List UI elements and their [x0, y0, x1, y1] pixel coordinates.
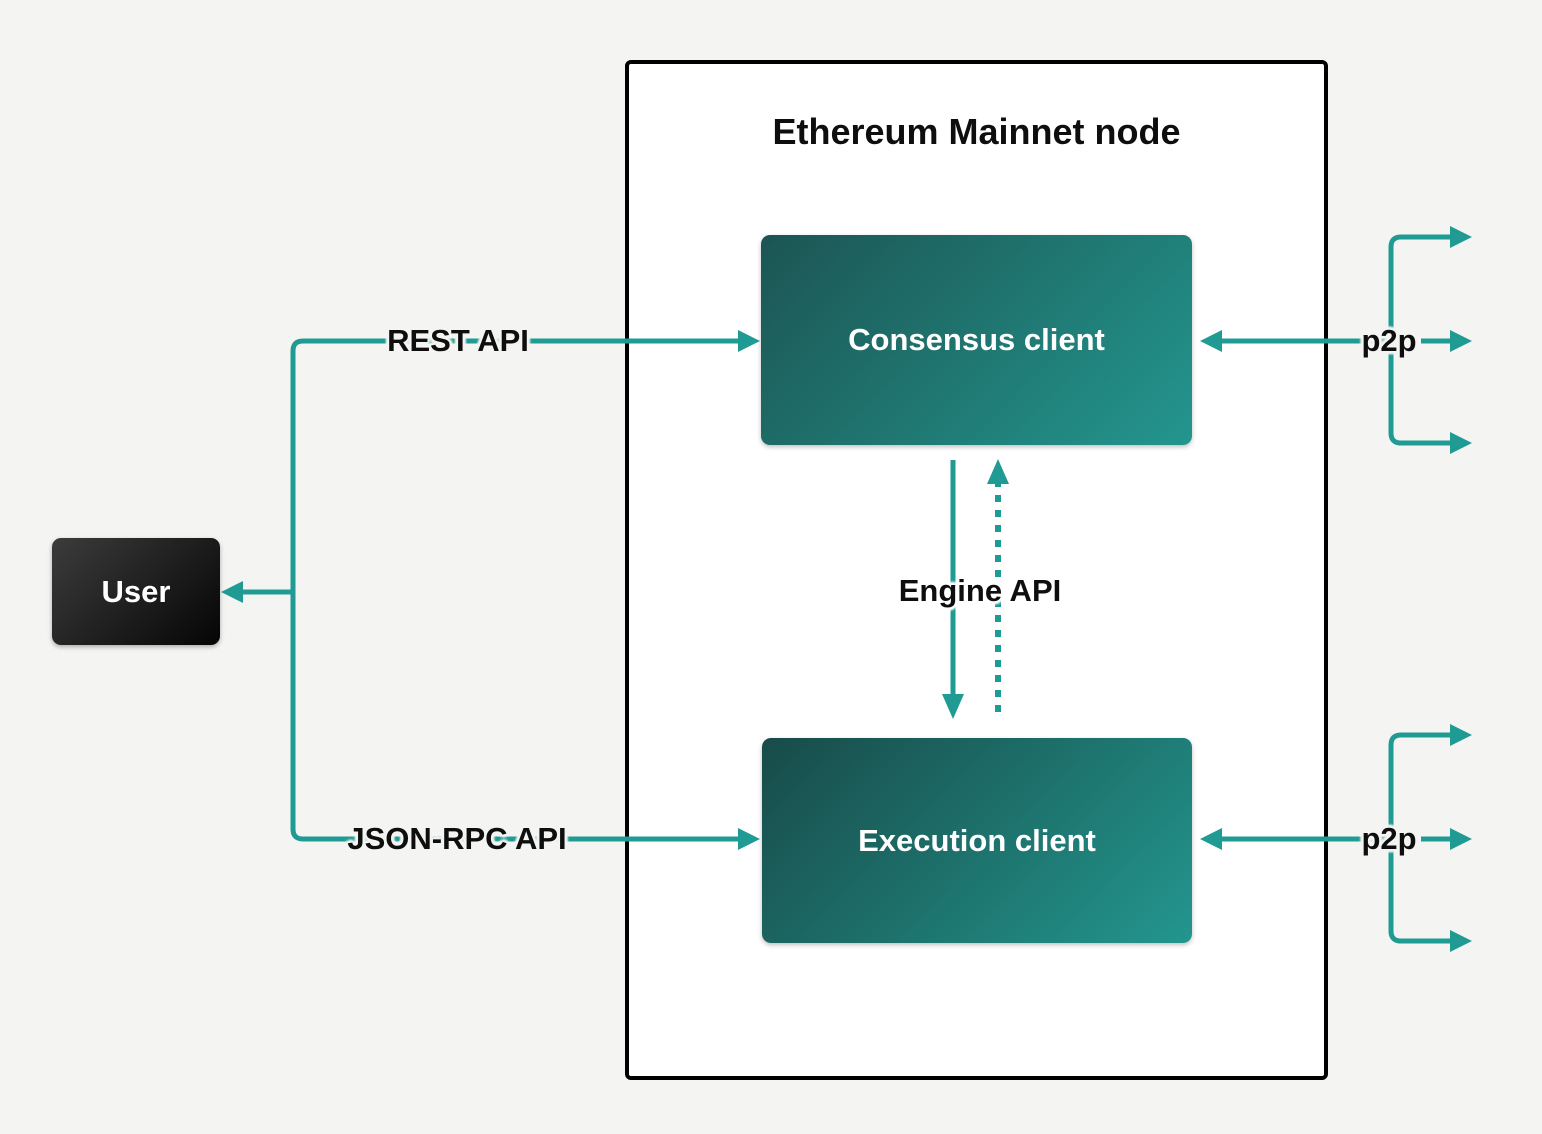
user-box: User — [52, 538, 220, 645]
p2p-bottom-right-arrowhead — [1450, 828, 1472, 850]
p2p-top-right-arrowhead — [1450, 330, 1472, 352]
p2p-bottom-branch-up-arrowhead — [1450, 724, 1472, 746]
rest-api-label: REST API — [387, 323, 529, 358]
consensus-client-box: Consensus client — [761, 235, 1192, 445]
p2p-top-branch-up-arrowhead — [1450, 226, 1472, 248]
p2p-bottom-label: p2p — [1361, 821, 1417, 856]
p2p-bottom-branch-down-arrowhead — [1450, 930, 1472, 952]
node-title: Ethereum Mainnet node — [772, 111, 1181, 152]
user-arrowhead — [221, 581, 243, 603]
p2p-top-label: p2p — [1361, 323, 1417, 358]
execution-client-label: Execution client — [858, 822, 1096, 858]
consensus-client-label: Consensus client — [848, 322, 1105, 357]
engine-api-label: Engine API — [898, 573, 1062, 608]
user-label: User — [101, 573, 171, 609]
p2p-top-branch-down-arrowhead — [1450, 432, 1472, 454]
execution-client-box: Execution client — [762, 738, 1192, 943]
jsonrpc-api-label: JSON-RPC API — [347, 821, 567, 856]
